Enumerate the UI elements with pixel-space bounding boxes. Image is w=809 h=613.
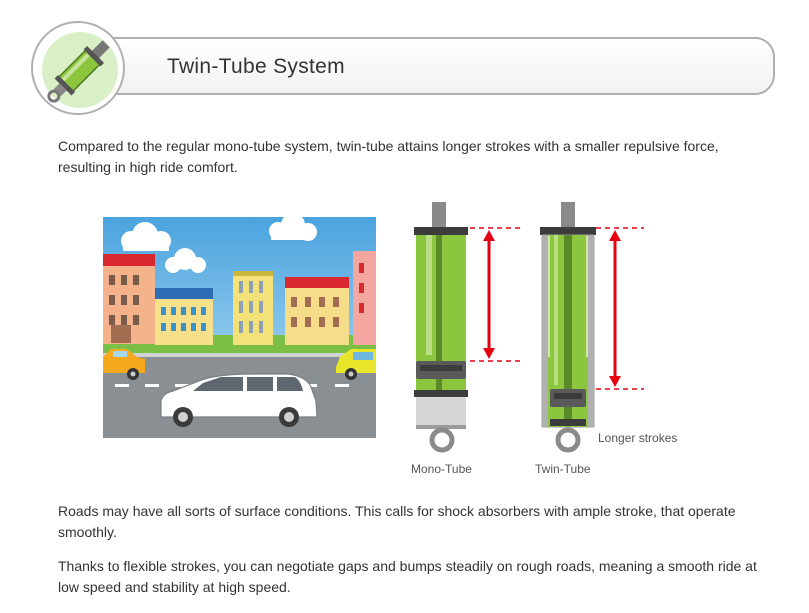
title-bar: Twin-Tube System bbox=[81, 37, 775, 95]
city-road-illustration bbox=[103, 213, 376, 438]
intro-paragraph: Compared to the regular mono-tube system… bbox=[58, 138, 719, 175]
mono-tube-damper bbox=[414, 202, 468, 453]
longer-strokes-label: Longer strokes bbox=[598, 431, 678, 445]
shock-absorber-icon bbox=[31, 21, 125, 115]
page-title: Twin-Tube System bbox=[167, 55, 345, 78]
damper-comparison-diagram: Mono-Tube Twin-Tube Longer strokes bbox=[400, 197, 700, 482]
body-paragraph-2: Thanks to flexible strokes, you can nego… bbox=[58, 558, 757, 595]
twin-tube-label: Twin-Tube bbox=[535, 462, 591, 476]
section-header: Twin-Tube System bbox=[31, 21, 779, 115]
twin-tube-damper bbox=[540, 202, 596, 453]
body-paragraph-1: Roads may have all sorts of surface cond… bbox=[58, 503, 736, 540]
mono-tube-label: Mono-Tube bbox=[411, 462, 472, 476]
